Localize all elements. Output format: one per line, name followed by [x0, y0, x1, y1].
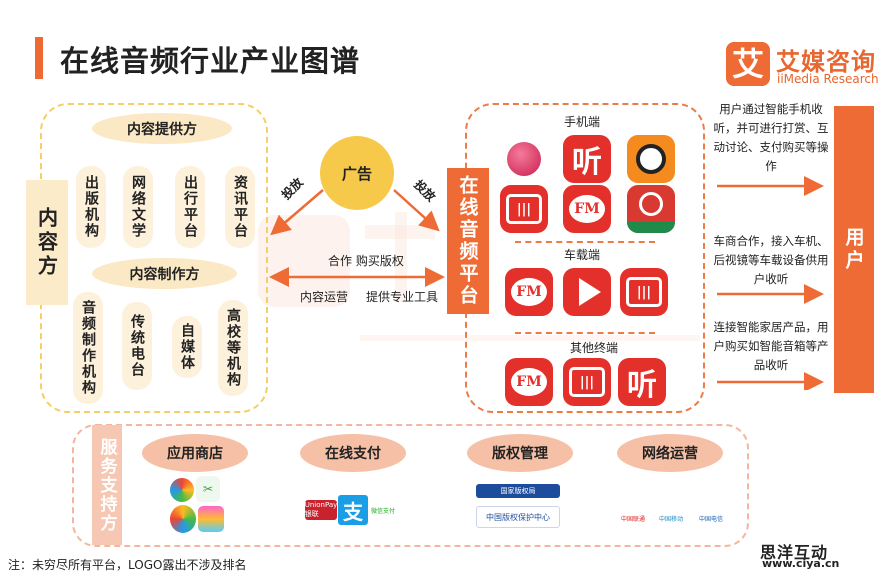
section-mobile-label: 手机端 — [564, 115, 601, 129]
page-title: 在线音频行业产业图谱 — [60, 44, 361, 78]
service-app-store: 应用商店 — [142, 434, 248, 472]
service-network: 网络运营 — [617, 434, 723, 472]
relation-bottom-left-label: 内容运营 — [300, 290, 349, 304]
ad-left-arrow — [270, 189, 324, 236]
app-glyph: FM — [569, 195, 605, 223]
wechat-pay-logo: 微信支付 — [370, 500, 396, 520]
ad-right-arrow — [393, 189, 440, 232]
provider-item: 出版机构 — [76, 166, 106, 248]
brand-logo-icon: 艾 — [726, 42, 770, 86]
app-store-logo-icon — [170, 505, 196, 533]
app-store-logo-icon: ✂ — [196, 476, 220, 502]
brand-name: 艾媒咨询 — [776, 48, 876, 76]
app-store-logo-icon — [170, 478, 194, 502]
corner-brand: 思洋互动 — [760, 543, 829, 562]
service-payment: 在线支付 — [300, 434, 406, 472]
users-label: 用户 — [834, 106, 874, 393]
app-store-logo-icon — [198, 506, 224, 532]
provider-item: 出行平台 — [175, 166, 205, 248]
fm-app-icon: FM — [505, 358, 553, 406]
content-side-label: 内容方 — [26, 180, 68, 305]
user-flow-text: 用户通过智能手机收听，并可进行打赏、互动讨论、支付购买等操作 — [713, 102, 829, 173]
producer-item: 音频制作机构 — [73, 292, 103, 404]
radio-wave-app-icon: ||| — [500, 185, 548, 233]
unionpay-logo: UnionPay 银联 — [304, 500, 338, 520]
producer-item: 传统电台 — [122, 302, 152, 390]
provider-item: 资讯平台 — [225, 166, 255, 248]
provider-item: 网络文学 — [123, 166, 153, 248]
user-flow-text: 车商合作，接入车机、后视镜等车载设备供用户收听 — [713, 234, 829, 286]
headphone-face-app-icon — [627, 135, 675, 183]
section-car-label: 车载端 — [564, 248, 601, 262]
producer-item: 高校等机构 — [218, 300, 248, 396]
service-copyright: 版权管理 — [467, 434, 573, 472]
app-glyph: 听 — [572, 145, 602, 180]
china-unicom-logo: 中国联通 — [618, 497, 648, 523]
relation-bottom-right-label: 提供专业工具 — [366, 290, 439, 304]
radio-wave-app-icon: ||| — [563, 358, 611, 406]
section-divider — [515, 241, 655, 243]
ting-app-icon: 听 — [563, 135, 611, 183]
ting-app-icon: 听 — [618, 358, 666, 406]
copyright-center-logo: 中国版权保护中心 — [476, 506, 560, 528]
app-glyph: FM — [511, 278, 547, 306]
brand-name-en: iiMedia Research — [777, 72, 879, 86]
user-flow-arrows — [717, 176, 824, 390]
platform-label: 在线音频平台 — [447, 168, 489, 314]
services-label: 服务支持方 — [92, 425, 122, 545]
alipay-logo: 支 — [338, 495, 368, 525]
flow-arrows — [269, 189, 445, 287]
section-other-label: 其他终端 — [570, 341, 619, 355]
ad-circle: 广告 — [320, 136, 394, 210]
corner-url: www.ciya.cn — [762, 557, 840, 570]
copyright-bureau-logo: 国家版权局 — [476, 484, 560, 498]
gem-app-icon — [500, 135, 548, 183]
producer-label: 内容制作方 — [92, 258, 237, 289]
footnote: 注：未穷尽所有平台，LOGO露出不涉及排名 — [8, 558, 247, 572]
app-glyph: 听 — [627, 368, 657, 403]
services-box — [72, 424, 749, 547]
producer-item: 自媒体 — [172, 316, 202, 378]
app-glyph: FM — [511, 368, 547, 396]
fm-app-icon: FM — [505, 268, 553, 316]
fm-app-icon: FM — [563, 185, 611, 233]
phoenix-fm-app-icon — [627, 185, 675, 233]
radio-wave-app-icon: ||| — [620, 268, 668, 316]
section-divider — [515, 332, 655, 334]
title-accent-bar — [35, 37, 43, 79]
relation-top-label: 合作 购买版权 — [328, 254, 404, 268]
user-flow-text: 连接智能家居产品，用户购买如智能音箱等产品收听 — [713, 320, 829, 372]
provider-label: 内容提供方 — [92, 113, 232, 144]
china-mobile-logo: 中国移动 — [656, 497, 686, 523]
play-b-app-icon — [563, 268, 611, 316]
china-telecom-logo: 中国电信 — [696, 497, 726, 523]
